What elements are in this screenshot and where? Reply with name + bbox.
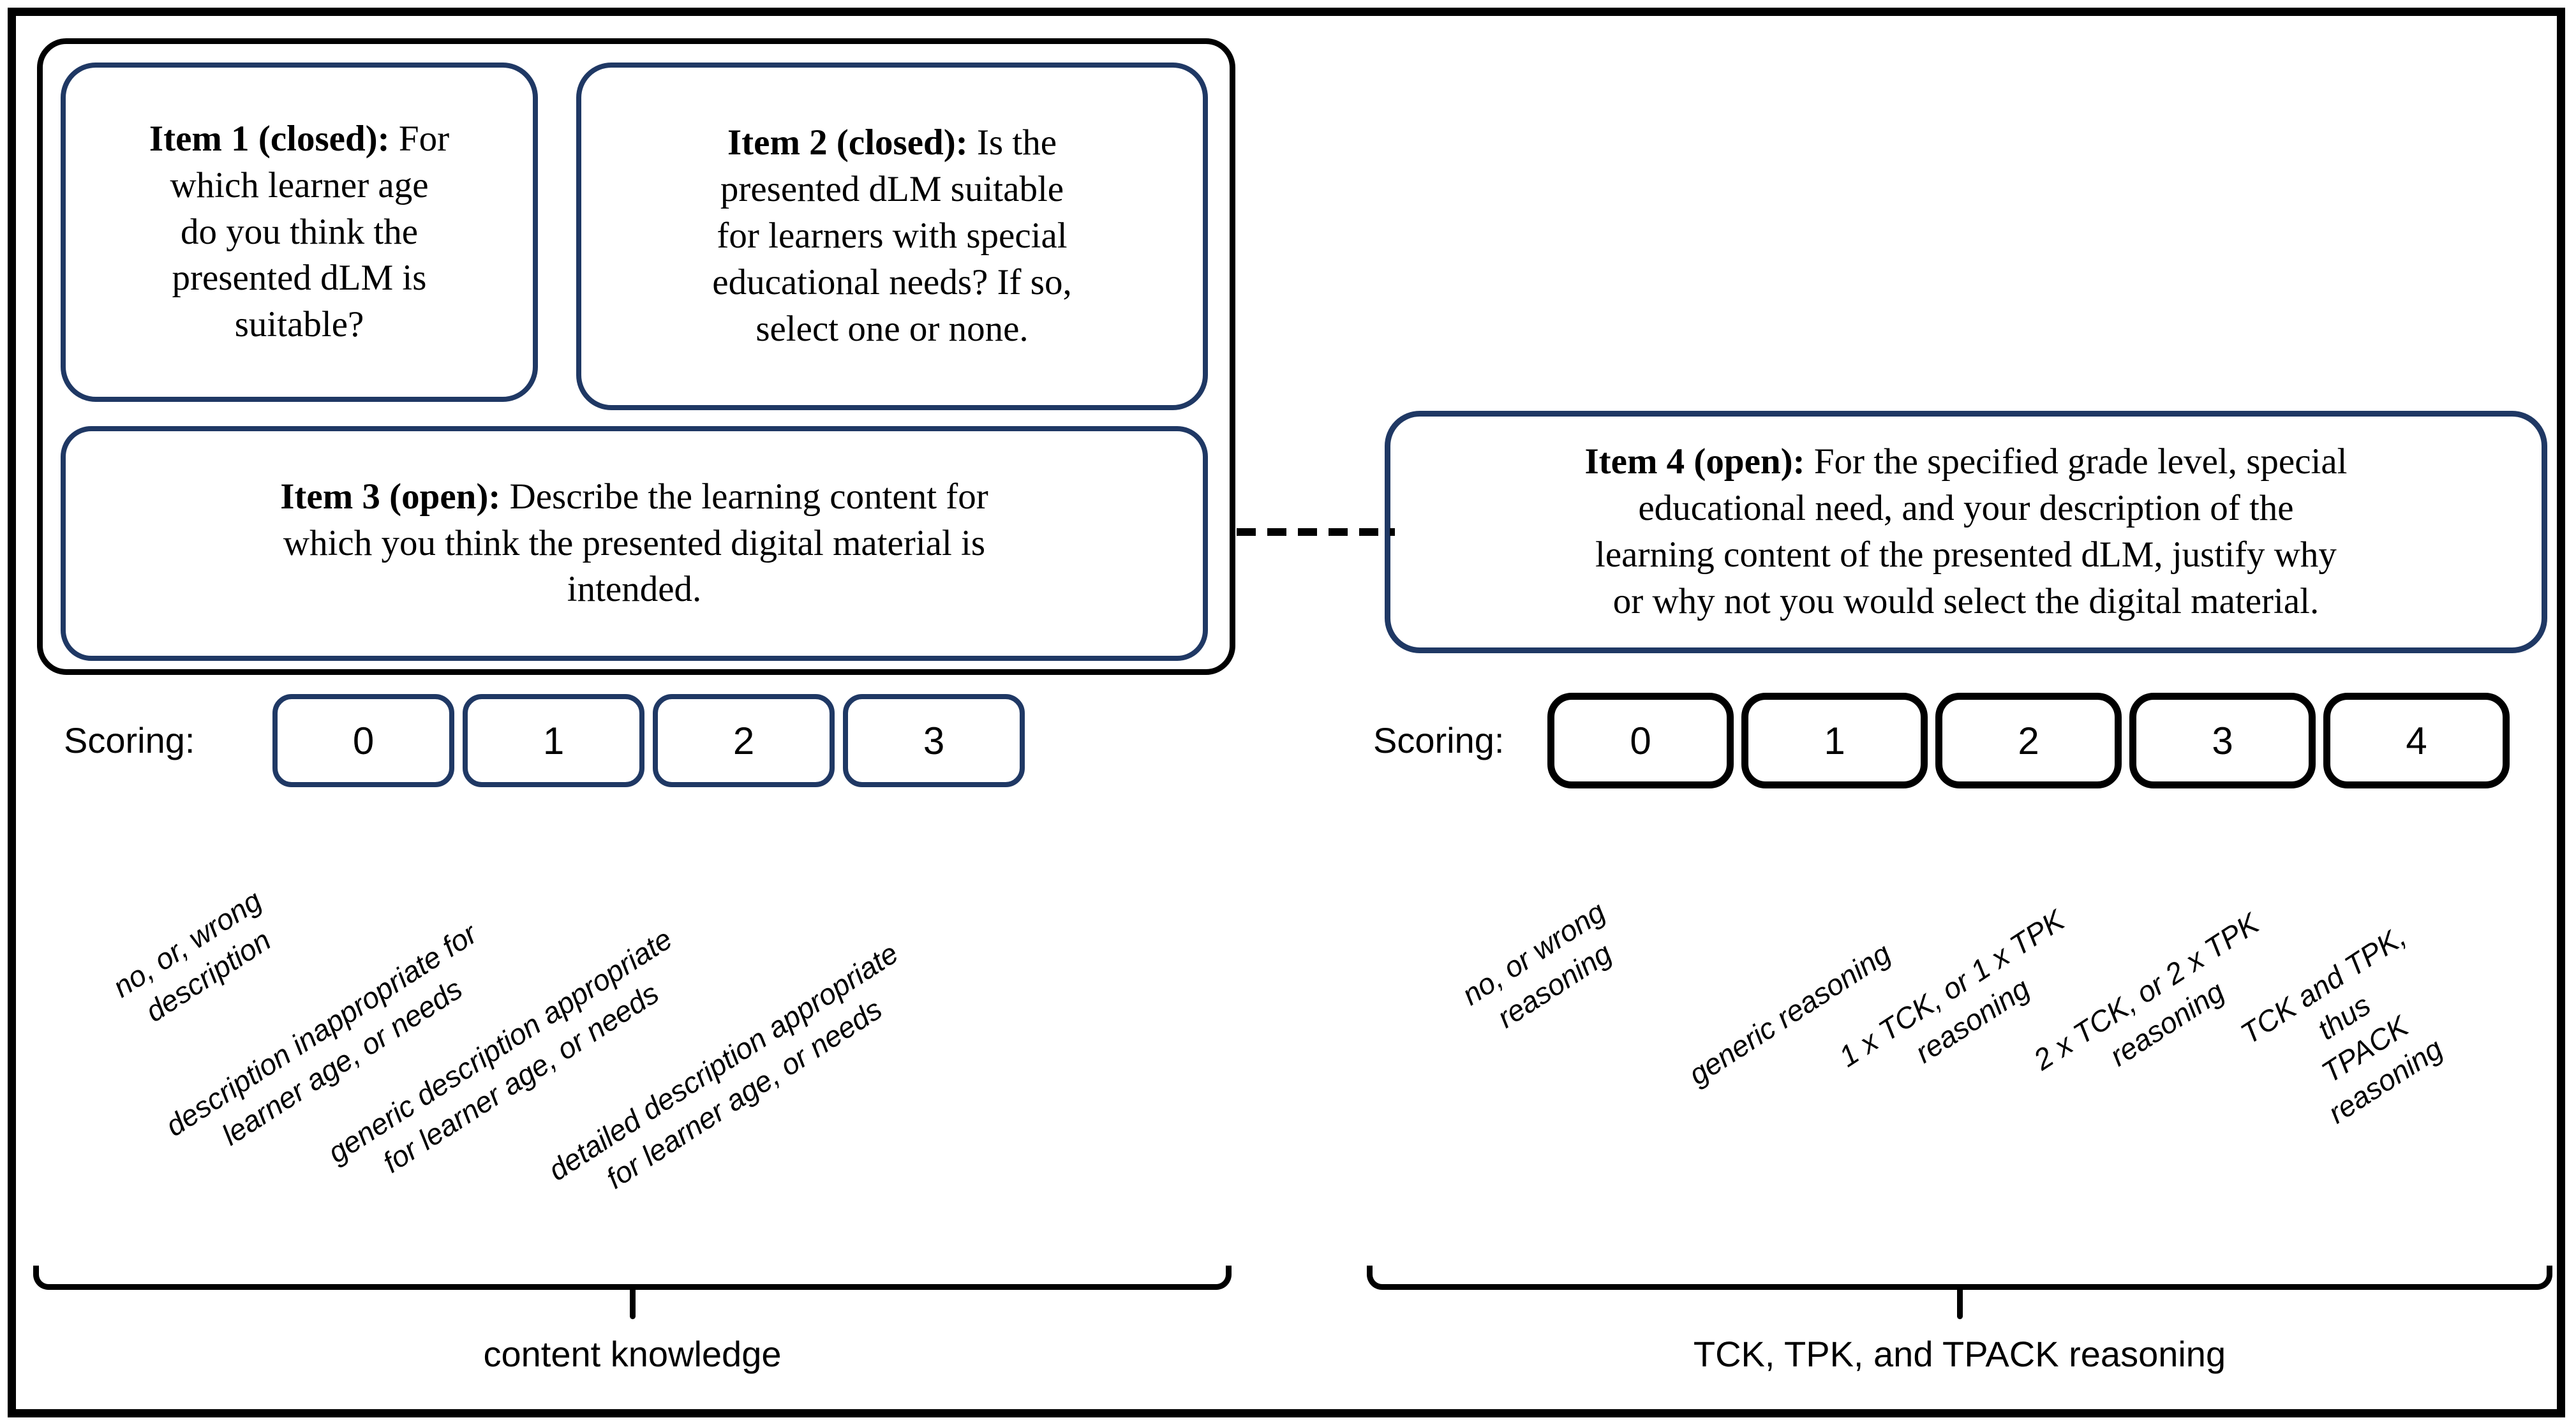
item4-text: Item 4 (open): For the specified grade l…	[1567, 439, 2365, 625]
item3-label: Item 3 (open):	[280, 476, 501, 517]
right-score-box-0: 0	[1547, 693, 1734, 788]
left-score-box-0: 0	[272, 694, 454, 787]
item1-text: Item 1 (closed): For which learner age d…	[131, 116, 467, 349]
left-brace-tick	[630, 1289, 636, 1319]
left-score-box-1: 1	[463, 694, 644, 787]
item3-body: Describe the learning content for which …	[283, 476, 988, 610]
right-brace-tick	[1957, 1289, 1963, 1319]
item4-box: Item 4 (open): For the specified grade l…	[1385, 411, 2547, 653]
item2-body: Is the presented dLM suitable for learne…	[712, 122, 1072, 349]
right-score-box-3: 3	[2129, 693, 2316, 788]
left-score-box-2: 2	[653, 694, 835, 787]
item1-body: For which learner age do you think the p…	[170, 118, 450, 345]
item4-body: For the specified grade level, special e…	[1595, 441, 2348, 621]
right-brace	[1367, 1266, 2552, 1290]
left-scoring-label: Scoring:	[64, 720, 195, 760]
right-scoring-label: Scoring:	[1373, 720, 1505, 760]
dashed-connector	[1237, 528, 1395, 536]
left-brace	[33, 1266, 1232, 1290]
item2-text: Item 2 (closed): Is the presented dLM su…	[694, 120, 1089, 353]
item3-box: Item 3 (open): Describe the learning con…	[61, 426, 1208, 661]
item2-box: Item 2 (closed): Is the presented dLM su…	[576, 63, 1208, 410]
figure-border	[8, 8, 2565, 1417]
item2-label: Item 2 (closed):	[727, 122, 968, 163]
item1-label: Item 1 (closed):	[149, 118, 390, 159]
left-brace-label: content knowledge	[483, 1334, 782, 1374]
left-score-box-3: 3	[843, 694, 1025, 787]
right-score-box-4: 4	[2323, 693, 2510, 788]
right-brace-label: TCK, TPK, and TPACK reasoning	[1693, 1334, 2226, 1374]
right-score-box-2: 2	[1935, 693, 2122, 788]
item1-box: Item 1 (closed): For which learner age d…	[61, 63, 538, 402]
item4-label: Item 4 (open):	[1584, 441, 1805, 482]
right-score-box-1: 1	[1741, 693, 1928, 788]
item3-text: Item 3 (open): Describe the learning con…	[262, 474, 1006, 614]
